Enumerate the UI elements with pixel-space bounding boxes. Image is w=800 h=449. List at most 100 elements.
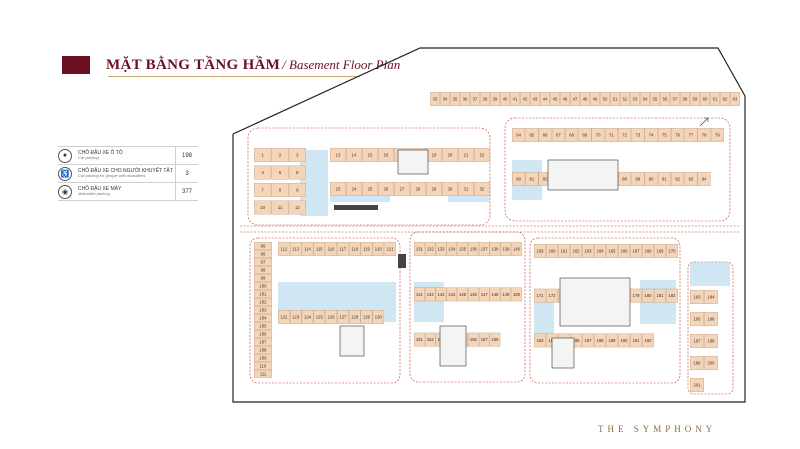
- space-number: 9: [296, 188, 299, 193]
- space-number: 170: [669, 249, 677, 254]
- parking-space: [510, 92, 520, 106]
- parking-space: [254, 250, 272, 258]
- parking-space: [525, 172, 539, 186]
- parking-space: [684, 172, 698, 186]
- site-boundary: [232, 47, 746, 403]
- parking-space: [346, 148, 362, 162]
- space-number: 156: [470, 337, 478, 342]
- space-number: 130: [375, 315, 383, 320]
- parking-space: [594, 333, 606, 348]
- space-number: 194: [708, 295, 716, 300]
- space-number: 199: [694, 361, 702, 366]
- space-number: 51: [613, 97, 618, 102]
- parking-space: [582, 244, 594, 258]
- parking-space: [254, 354, 272, 362]
- wheelchair-icon: ♿: [58, 166, 72, 181]
- space-number: 188: [597, 338, 605, 343]
- core-center: [559, 277, 631, 327]
- space-number: 5: [279, 170, 282, 175]
- ramp-upper: [334, 205, 378, 210]
- parking-space: [313, 242, 326, 256]
- parking-space: [700, 92, 710, 106]
- parking-space: [478, 287, 490, 302]
- parking-space: [666, 288, 678, 303]
- title-vietnamese: MẶT BẰNG TẦNG HẦM: [106, 56, 281, 73]
- parking-space: [440, 92, 450, 106]
- parking-space: [591, 128, 605, 142]
- parking-space: [670, 92, 680, 106]
- parking-space: [414, 242, 425, 256]
- space-number: 139: [502, 247, 510, 252]
- space-number: 129: [363, 315, 371, 320]
- space-number: 38: [483, 97, 488, 102]
- space-number: 152: [427, 337, 435, 342]
- parking-space: [372, 310, 385, 324]
- space-number: 4: [261, 170, 264, 175]
- parking-space: [254, 242, 272, 250]
- parking-space: [360, 242, 373, 256]
- space-number: 14: [352, 153, 357, 158]
- north-arrow: [699, 117, 709, 127]
- space-number: 1: [261, 153, 264, 158]
- space-number: 3: [296, 153, 299, 158]
- core-right: [547, 159, 619, 191]
- space-number: 111: [260, 372, 267, 377]
- space-number: 183: [537, 338, 545, 343]
- parking-space: [534, 333, 546, 348]
- parking-space: [630, 92, 640, 106]
- space-number: 99: [261, 276, 266, 281]
- space-number: 198: [708, 339, 716, 344]
- parking-space: [254, 322, 272, 330]
- parking-space: [704, 290, 718, 304]
- legend-row-car: ● CHỖ ĐẬU XE Ô TÔ Car parking 198: [58, 146, 198, 164]
- core-lower: [439, 325, 467, 367]
- space-number: 27: [400, 187, 405, 192]
- legend-count: 3: [175, 165, 198, 182]
- parking-space: [478, 332, 490, 347]
- parking-space: [254, 338, 272, 346]
- space-number: 30: [448, 187, 453, 192]
- space-number: 180: [645, 293, 653, 298]
- space-number: 52: [623, 97, 628, 102]
- space-number: 162: [573, 249, 581, 254]
- space-number: 131: [416, 247, 424, 252]
- parking-space: [642, 333, 654, 348]
- parking-space: [384, 242, 396, 256]
- parking-space: [604, 128, 618, 142]
- parking-space: [558, 244, 570, 258]
- parking-space: [254, 266, 272, 274]
- space-number: 48: [583, 97, 588, 102]
- parking-space: [666, 244, 678, 258]
- space-number: 65: [530, 133, 535, 138]
- parking-space: [580, 92, 590, 106]
- parking-space: [582, 333, 594, 348]
- space-number: 25: [368, 187, 373, 192]
- space-number: 59: [693, 97, 698, 102]
- ramps: [334, 205, 406, 268]
- space-number: 106: [260, 332, 268, 337]
- space-number: 82: [543, 177, 548, 182]
- parking-space: [254, 306, 272, 314]
- parking-space: [330, 148, 346, 162]
- space-number: 112: [281, 247, 288, 252]
- space-number: 20: [448, 153, 453, 158]
- space-number: 50: [603, 97, 608, 102]
- space-number: 132: [427, 247, 435, 252]
- space-number: 75: [662, 133, 667, 138]
- parking-space: [254, 183, 272, 197]
- parking-space: [348, 310, 361, 324]
- space-number: 22: [480, 153, 485, 158]
- space-number: 128: [351, 315, 359, 320]
- space-number: 195: [694, 317, 702, 322]
- parking-space: [546, 288, 558, 303]
- parking-space: [650, 92, 660, 106]
- parking-space: [468, 242, 479, 256]
- space-number: 53: [633, 97, 638, 102]
- space-number: 182: [669, 293, 677, 298]
- space-number: 140: [513, 247, 521, 252]
- parking-space: [606, 244, 618, 258]
- space-number: 57: [673, 97, 678, 102]
- space-number: 16: [384, 153, 389, 158]
